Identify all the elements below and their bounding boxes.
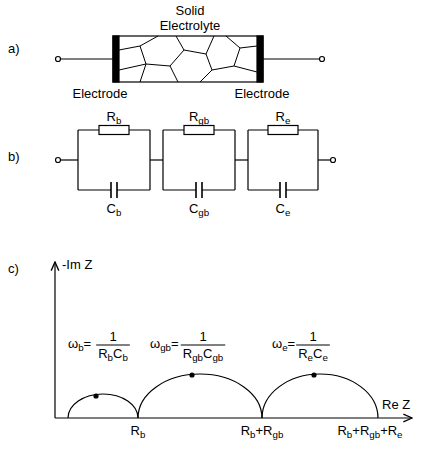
text-part: C (113, 346, 122, 361)
component-label: Re (276, 110, 291, 124)
axis-label: Re Z (382, 398, 410, 411)
subscript: b (347, 429, 352, 440)
y-axis (54, 262, 55, 418)
formula-numerator: 1 (109, 330, 116, 343)
subscript: b (78, 342, 83, 353)
peak-dot (190, 373, 194, 377)
resistor-symbol (99, 126, 129, 135)
component-label: Rgb (189, 110, 209, 124)
formula-denominator: RbCb (98, 347, 128, 361)
text-part: ω (68, 336, 78, 351)
text-part: C (107, 201, 116, 216)
subscript: b (140, 429, 145, 440)
impedance-plot (55, 262, 412, 418)
text-part: R (107, 109, 116, 124)
text-part: R (388, 423, 397, 438)
subscript: gb (198, 207, 209, 218)
formula-numerator: 1 (199, 330, 206, 343)
semicircle (138, 374, 262, 418)
formula-lhs: ωb= (68, 337, 91, 351)
formula-lhs: ωe= (272, 337, 295, 351)
semicircle (262, 374, 378, 418)
subscript: gb (212, 352, 223, 363)
text-part: R (241, 423, 250, 438)
subscript: b (122, 352, 127, 363)
subscript: gb (198, 115, 209, 126)
capacitor-symbol (196, 182, 202, 198)
panel-letter: b) (8, 150, 20, 163)
rc-element (248, 126, 318, 199)
resistor-symbol (184, 126, 214, 135)
text-part: C (276, 201, 285, 216)
text-part: R (131, 423, 140, 438)
formula-denominator: RgbCgb (183, 347, 224, 361)
text-part: R (337, 423, 346, 438)
subscript: gb (160, 342, 171, 353)
subscript: b (116, 115, 121, 126)
text-part: R (183, 346, 192, 361)
text-part: R (276, 109, 285, 124)
subscript: gb (192, 352, 203, 363)
tick-label: Rb+Rgb+Re (337, 424, 402, 438)
text-part: R (298, 346, 307, 361)
text-part: R (189, 109, 198, 124)
component-label: Ce (276, 202, 291, 216)
resistor-symbol (268, 126, 298, 135)
fraction-bar (96, 345, 130, 346)
subscript: b (116, 207, 121, 218)
rc-element (78, 126, 150, 199)
part-name: Electrode (73, 87, 128, 100)
x-axis (55, 417, 412, 418)
panel-letter: a) (8, 42, 20, 55)
semicircle (68, 394, 138, 418)
text-part: + (352, 423, 360, 438)
text-part: = (288, 336, 296, 351)
text-part: ω (272, 336, 282, 351)
rc-element (163, 126, 235, 199)
panel-letter: c) (8, 262, 19, 275)
tick-label: Rb+Rgb (241, 424, 284, 438)
part-name: Electrode (235, 87, 290, 100)
text-part: = (171, 336, 179, 351)
subscript: gb (369, 429, 380, 440)
text-part: + (380, 423, 388, 438)
part-name: Solid Electrolyte (148, 3, 232, 33)
formula-numerator: 1 (309, 330, 316, 343)
subscript: b (108, 352, 113, 363)
text-part: R (263, 423, 272, 438)
axis-label: -Im Z (62, 258, 92, 271)
text-part: = (84, 336, 92, 351)
subscript: e (322, 352, 327, 363)
text-part: ω (150, 336, 160, 351)
text-part: R (98, 346, 107, 361)
capacitor-symbol (280, 182, 286, 198)
tick-label: Rb (131, 424, 146, 438)
subscript: e (397, 429, 402, 440)
subscript: e (285, 115, 290, 126)
peak-dot (94, 394, 98, 398)
component-label: Cb (107, 202, 122, 216)
subscript: b (250, 429, 255, 440)
text-part: C (313, 346, 322, 361)
fraction-bar (181, 345, 226, 346)
text-part: C (189, 201, 198, 216)
subscript: e (285, 207, 290, 218)
capacitor-symbol (111, 182, 117, 198)
formula-denominator: ReCe (298, 347, 328, 361)
text-part: C (203, 346, 212, 361)
text-part: + (255, 423, 263, 438)
component-label: Cgb (189, 202, 209, 216)
fraction-bar (296, 345, 330, 346)
equivalent-circuit (56, 126, 336, 199)
cell-sketch (56, 36, 325, 82)
formula-lhs: ωgb= (150, 337, 179, 351)
peak-dot (312, 373, 316, 377)
subscript: gb (272, 429, 283, 440)
text-part: R (360, 423, 369, 438)
subscript: e (282, 342, 287, 353)
component-label: Rb (107, 110, 122, 124)
subscript: e (308, 352, 313, 363)
